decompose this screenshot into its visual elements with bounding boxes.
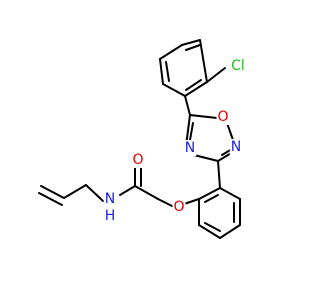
chlorine-atom-label: Cl [231,58,245,74]
bonds [38,39,241,239]
ring-oxygen-atom-label: O [217,109,228,125]
bond [165,61,170,82]
label-background [216,109,230,125]
bond [159,44,183,60]
ether-oxygen-label: O [173,199,184,215]
bond [85,184,104,202]
molecule-structure: Cl O N N O O N H [38,39,246,239]
ring-nitrogen-right-label: N [231,139,241,155]
bond [198,187,221,200]
amide-hydrogen-label: H [105,208,116,224]
carbonyl-oxygen-label: O [132,152,143,168]
bond [189,122,194,141]
bond [189,114,218,119]
atom-labels: Cl O N N O O N H [103,58,246,224]
bond [185,79,202,91]
bond [184,81,208,97]
bond [204,222,221,232]
bond [63,184,87,199]
bond [157,198,173,207]
label-background [172,199,186,215]
bond [159,58,164,85]
bond [226,122,234,141]
label-background [229,139,243,155]
bond [198,224,221,239]
bond [162,83,186,97]
bond [134,185,159,200]
bond [119,185,136,196]
bond [204,194,219,203]
bond [199,39,208,83]
amide-nitrogen-label: N [105,191,115,207]
label-background [131,152,145,168]
bond [184,95,191,116]
bond [219,224,241,239]
bond [181,39,201,46]
bond [185,44,201,51]
label-background [230,58,246,74]
bond [206,67,226,83]
bond [183,198,200,205]
bond [193,154,219,162]
label-background [103,208,117,224]
ring-nitrogen-left-label: N [185,140,195,156]
label-background [103,191,117,207]
bond [217,160,221,189]
label-background [183,140,197,156]
bond [38,192,63,206]
bond [40,185,65,199]
bond [219,187,241,200]
